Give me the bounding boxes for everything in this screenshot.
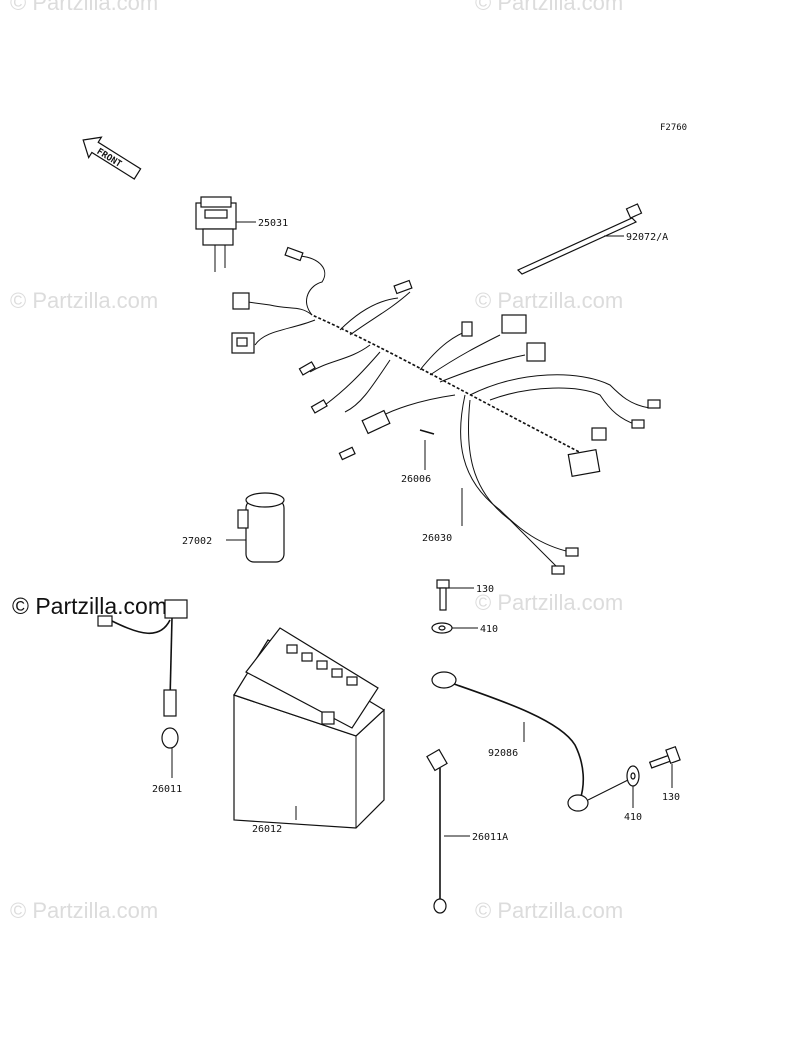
part-label-410-lower: 410 bbox=[624, 812, 642, 823]
battery-lead-left bbox=[97, 599, 188, 778]
watermark: © Partzilla.com bbox=[10, 288, 158, 313]
part-label-130-lower: 130 bbox=[662, 792, 680, 803]
part-label-92072A: 92072/A bbox=[626, 232, 668, 243]
watermark: © Partzilla.com bbox=[475, 0, 623, 15]
watermark: © Partzilla.com bbox=[10, 0, 158, 15]
washer-lower bbox=[587, 765, 640, 808]
washer-upper bbox=[431, 622, 478, 634]
cable-tie bbox=[516, 203, 643, 275]
front-arrow-icon: FRONT bbox=[82, 136, 142, 180]
part-label-130-upper: 130 bbox=[476, 584, 494, 595]
figure-code: F2760 bbox=[660, 123, 687, 133]
part-label-410-upper: 410 bbox=[480, 624, 498, 635]
part-label-25031: 25031 bbox=[258, 218, 288, 229]
relay bbox=[226, 492, 285, 563]
watermark-strong: © Partzilla.com bbox=[12, 593, 167, 619]
part-label-26012: 26012 bbox=[252, 824, 282, 835]
part-label-26006: 26006 bbox=[401, 474, 431, 485]
ground-lead bbox=[431, 671, 589, 812]
watermark: © Partzilla.com bbox=[475, 590, 623, 615]
part-label-26030: 26030 bbox=[422, 533, 452, 544]
watermark: © Partzilla.com bbox=[475, 898, 623, 923]
part-label-26011: 26011 bbox=[152, 784, 182, 795]
battery-lead-26011A bbox=[426, 748, 470, 914]
part-label-26011A: 26011A bbox=[472, 832, 508, 843]
hour-meter bbox=[195, 196, 256, 272]
watermark: © Partzilla.com bbox=[10, 898, 158, 923]
part-label-27002: 27002 bbox=[182, 536, 212, 547]
battery bbox=[233, 627, 385, 829]
watermarks: © Partzilla.com © Partzilla.com © Partzi… bbox=[10, 0, 623, 923]
bolt-lower bbox=[648, 745, 681, 788]
bolt-upper bbox=[436, 579, 474, 611]
wiring-harness bbox=[231, 246, 661, 575]
watermark: © Partzilla.com bbox=[475, 288, 623, 313]
part-label-92086: 92086 bbox=[488, 748, 518, 759]
